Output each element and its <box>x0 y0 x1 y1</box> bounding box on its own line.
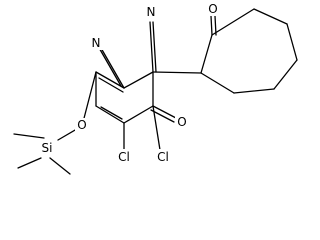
bond-heptanone-b <box>214 15 217 36</box>
atom-labels: N N O O O Si Cl Cl <box>37 2 220 165</box>
label-mask-o-heptane <box>206 2 220 16</box>
label-mask-cl1 <box>114 149 134 165</box>
atom-label-cl1: Cl <box>118 150 130 164</box>
bond-heptane-7-1 <box>200 72 235 94</box>
bond-heptane-3-4 <box>253 8 288 25</box>
bond-c-n-triple-1b <box>97 45 122 87</box>
bond-ring-ketone-b <box>150 109 175 123</box>
bond-ring-c1-c2 <box>123 71 154 89</box>
atom-label-o-ether: O <box>77 118 86 132</box>
bond-heptane-4-5 <box>286 23 298 61</box>
bond-c-cl2 <box>152 105 161 151</box>
substituent-bonds <box>13 21 202 175</box>
bond-heptane-1-2 <box>200 34 213 74</box>
label-mask-cl2 <box>153 149 173 165</box>
bond-c-n-triple-2a <box>149 21 154 73</box>
bond-ring-c4-c5 <box>95 105 125 124</box>
bond-si-me2 <box>17 157 42 169</box>
bond-c-o-ether <box>81 71 97 127</box>
bond-ring-double-top <box>98 77 124 93</box>
atom-label-o-heptanone: O <box>208 2 217 16</box>
chemical-structure: N N O O O Si Cl Cl <box>13 2 298 175</box>
bond-ring-ketone-a <box>152 105 177 119</box>
label-mask-n1 <box>89 36 103 50</box>
bond-heptane-5-6 <box>273 59 298 90</box>
bond-ring-c6-c1 <box>95 71 125 89</box>
atom-label-si: Si <box>42 141 53 155</box>
bond-si-me1 <box>13 133 45 139</box>
atom-label-n2: N <box>147 5 156 19</box>
bond-c-n-triple-2b <box>152 21 157 73</box>
bond-ring-c3-c4 <box>123 105 154 124</box>
bond-c-heptane <box>152 71 202 74</box>
atom-label-cl2: Cl <box>157 150 169 164</box>
bond-c-n-triple-1a <box>100 47 125 89</box>
label-mask-si <box>37 140 57 156</box>
bond-heptanone-a <box>210 15 213 36</box>
bond-heptane-6-7 <box>233 88 275 94</box>
bond-ring-double-bottom <box>100 106 123 120</box>
bond-si-me3 <box>49 157 71 175</box>
atom-label-n1: N <box>92 36 101 50</box>
label-mask-o-ring <box>175 115 189 129</box>
bond-lines <box>95 71 154 124</box>
atom-label-o-ring-ketone: O <box>177 115 186 129</box>
cycloheptane-ring <box>200 8 298 94</box>
bond-heptane-2-3 <box>211 8 255 36</box>
label-mask-n2 <box>144 5 158 19</box>
label-mask-o-ether <box>75 118 89 132</box>
